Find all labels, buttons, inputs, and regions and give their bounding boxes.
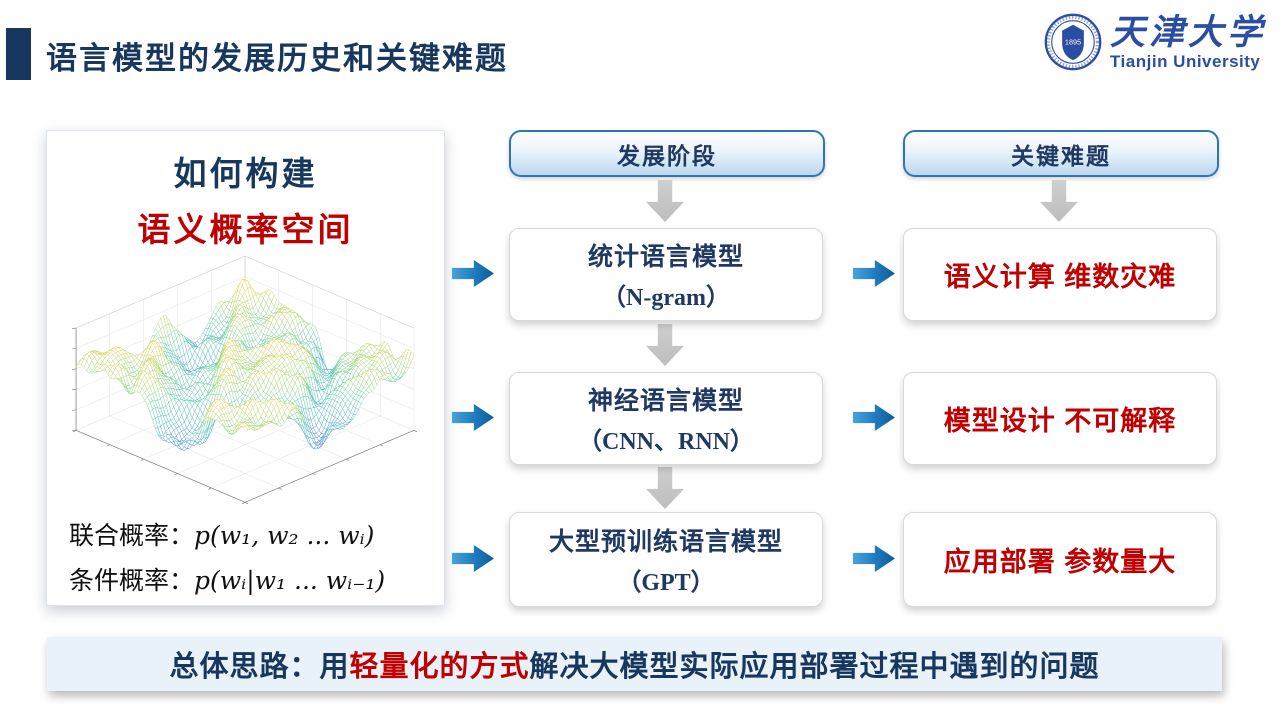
semantic-probability-surface-plot [53,251,437,509]
down-arrow-icon [1040,180,1078,222]
down-arrow-icon [646,180,684,222]
stage-title: 大型预训练语言模型 [548,528,783,556]
logo-name-cn: 天津大学 [1109,11,1266,53]
stage-subtitle: （N-gram） [602,285,730,311]
stage-subtitle: （CNN、RNN） [578,429,754,455]
seal-year-text: 1895 [1065,38,1081,47]
title-accent-square [6,28,31,80]
stage-title: 神经语言模型 [587,387,744,415]
stage-title: 统计语言模型 [587,243,744,271]
conditional-probability-label: 条件概率： [69,566,195,595]
banner-prefix: 总体思路：用 [169,651,350,683]
challenge-box-deployment: 应用部署 参数量大 [903,512,1217,607]
banner-highlight: 轻量化的方式 [349,651,530,683]
right-arrow-icon [452,545,494,572]
joint-probability-label: 联合概率： [69,521,195,550]
panel-question-line1: 如何构建 [173,155,318,192]
joint-probability-formula: 联合概率：p(w₁, w₂ ... wᵢ) [69,513,385,558]
banner-suffix: 解决大模型实际应用部署过程中遇到的问题 [529,651,1100,683]
stages-column-header: 发展阶段 [509,130,825,177]
challenge-box-semantics: 语义计算 维数灾难 [903,228,1217,321]
down-arrow-icon [646,324,684,366]
challenge-text: 应用部署 参数量大 [943,547,1177,577]
logo-text: 天津大学 Tianjin University [1110,15,1266,70]
page-title: 语言模型的发展历史和关键难题 [46,41,508,76]
university-logo: 1895 天津大学 Tianjin University [1044,13,1266,71]
stage-box-ngram: 统计语言模型 （N-gram） [509,228,823,321]
conditional-probability-math: p(wᵢ|w₁ ... wᵢ₋₁) [194,566,386,595]
tianjin-university-seal-icon: 1895 [1044,13,1102,71]
challenges-column-header: 关键难题 [903,130,1219,177]
right-arrow-icon [452,260,494,287]
stage-subtitle: （GPT） [617,570,715,596]
summary-banner: 总体思路：用轻量化的方式解决大模型实际应用部署过程中遇到的问题 [47,637,1222,691]
right-arrow-icon [853,404,895,431]
down-arrow-icon [646,467,684,509]
challenge-text: 语义计算 维数灾难 [943,262,1177,292]
stage-box-pretrained: 大型预训练语言模型 （GPT） [509,512,823,607]
right-arrow-icon [853,260,895,287]
probability-formulas: 联合概率：p(w₁, w₂ ... wᵢ) 条件概率：p(wᵢ|w₁ ... w… [69,513,385,603]
logo-name-en: Tianjin University [1109,51,1261,71]
challenge-box-design: 模型设计 不可解释 [903,372,1217,465]
stage-box-neural: 神经语言模型 （CNN、RNN） [509,372,823,465]
right-arrow-icon [853,545,895,572]
conditional-probability-formula: 条件概率：p(wᵢ|w₁ ... wᵢ₋₁) [69,558,385,603]
semantic-space-panel: 如何构建 语义概率空间 联合概率：p(w₁, w₂ ... wᵢ) 条件概率：p… [46,130,445,606]
panel-question-line2: 语义概率空间 [137,211,354,248]
joint-probability-math: p(w₁, w₂ ... wᵢ) [194,521,375,550]
right-arrow-icon [452,404,494,431]
challenge-text: 模型设计 不可解释 [943,406,1177,436]
